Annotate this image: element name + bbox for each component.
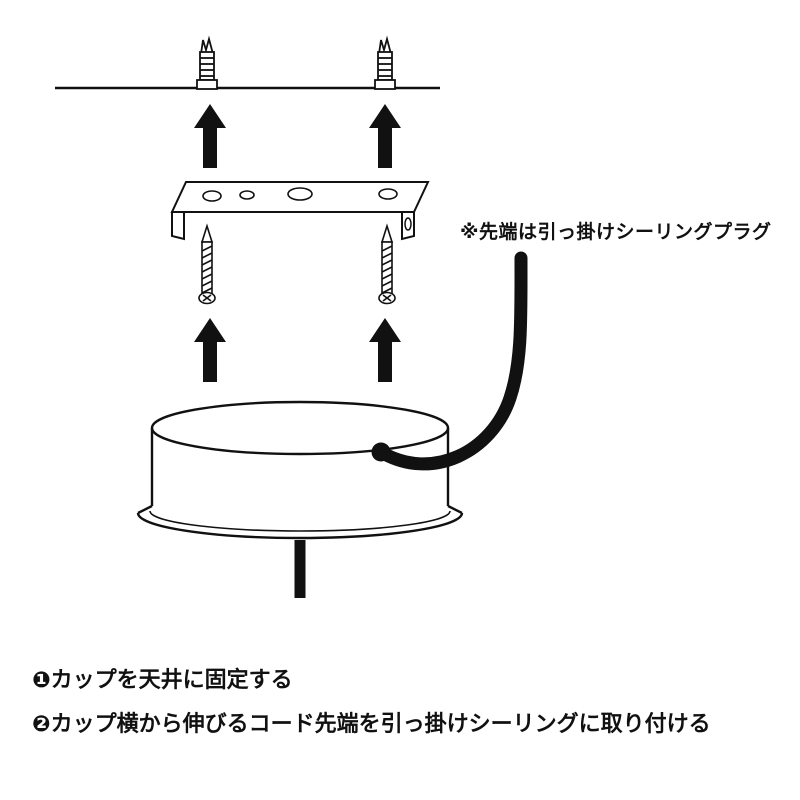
up-arrow-icon — [369, 318, 401, 382]
wall-anchor-left-icon — [196, 35, 218, 90]
ceiling-cup — [136, 400, 464, 540]
power-cord — [374, 251, 528, 471]
cord-tip-note: ※先端は引っ掛けシーリングプラグ — [460, 221, 772, 243]
wall-anchor-right-icon — [374, 35, 396, 90]
screw-right-icon — [378, 223, 396, 305]
up-arrow-icon — [369, 104, 401, 168]
up-arrow-icon — [194, 104, 226, 168]
step-2-instruction: ❷カップ横から伸びるコード先端を引っ掛けシーリングに取り付ける — [32, 712, 711, 737]
mounting-bracket — [170, 181, 430, 241]
up-arrow-icon — [194, 318, 226, 382]
cord-grommet-icon — [371, 442, 391, 462]
step-1-instruction: ❶カップを天井に固定する — [32, 668, 293, 693]
hanging-rod — [294, 540, 306, 598]
screw-left-icon — [198, 223, 216, 305]
